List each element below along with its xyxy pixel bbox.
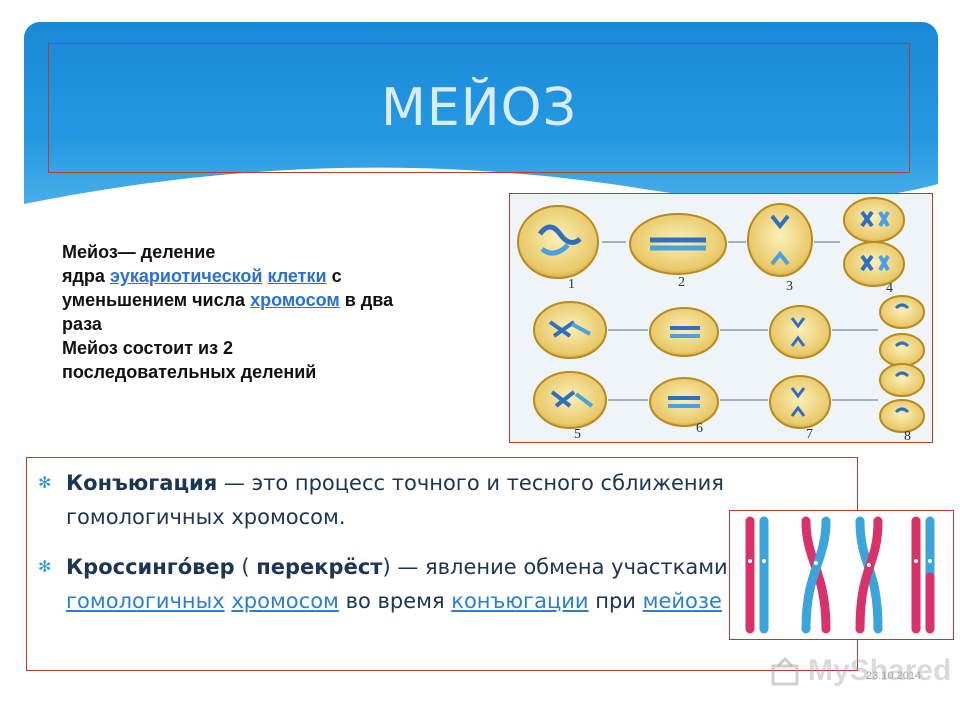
def-line-3: уменьшением числа хромосом в два bbox=[62, 288, 512, 312]
stage-label-6: 6 bbox=[696, 421, 703, 436]
def-text: уменьшением числа bbox=[62, 290, 251, 310]
def-line-4: раза bbox=[62, 314, 102, 334]
crossing-over-figure bbox=[729, 510, 954, 640]
paren-close: ) bbox=[382, 555, 391, 579]
meiosis-stages-illustration: 1 2 3 4 5 6 7 8 bbox=[517, 197, 925, 444]
row-3 bbox=[533, 363, 925, 433]
paren-open: ( bbox=[234, 555, 257, 579]
chromosome-crossover-illustration bbox=[745, 516, 935, 634]
title-frame bbox=[48, 43, 910, 173]
link-eukaryotic[interactable]: эукариотической bbox=[109, 266, 263, 286]
stage-numbers: 1 2 3 4 5 6 7 8 bbox=[568, 275, 911, 444]
link-conjugation[interactable]: конъюгации bbox=[451, 589, 589, 613]
crossing-text: — явление обмена участками bbox=[390, 555, 728, 579]
def-line-6: последовательных делений bbox=[62, 362, 317, 382]
def-text: с bbox=[326, 266, 342, 286]
conjugation-definition: — это процесс точного и тесного сближени… bbox=[66, 471, 724, 529]
stage-label-8: 8 bbox=[904, 429, 911, 442]
stage-label-7: 7 bbox=[806, 427, 813, 442]
bullet-star-icon: ✻ bbox=[38, 557, 52, 576]
bullet-crossing-over: ✻ Кроссинго́вер ( перекрёст) — явление о… bbox=[38, 550, 746, 618]
link-homologous[interactable]: гомологичных bbox=[66, 589, 225, 613]
def-line-1: Мейоз— деление bbox=[62, 242, 216, 262]
stage-arrows bbox=[602, 241, 878, 401]
term-cross: перекрёст bbox=[256, 555, 383, 579]
slide-date: 23.10.2014 bbox=[866, 670, 922, 682]
stage-label-3: 3 bbox=[786, 279, 793, 294]
term-crossing-over: Кроссинго́вер bbox=[66, 555, 235, 579]
term-conjugation: Конъюгация bbox=[66, 471, 218, 495]
slide-title: МЕЙОЗ bbox=[381, 78, 577, 138]
def-line-5: Мейоз состоит из 2 bbox=[62, 338, 234, 358]
watermark-text: MyShared bbox=[808, 654, 952, 687]
bullet-star-icon: ✻ bbox=[38, 473, 52, 492]
stage-label-5: 5 bbox=[574, 427, 581, 442]
watermark-icon bbox=[770, 656, 804, 694]
meiosis-figure: 1 2 3 4 5 6 7 8 bbox=[509, 193, 933, 444]
row-2 bbox=[533, 295, 925, 367]
link-meiosis[interactable]: мейозе bbox=[642, 589, 722, 613]
crossing-text: при bbox=[588, 589, 643, 613]
bullet-conjugation: ✻ Конъюгация — это процесс точного и тес… bbox=[38, 466, 746, 534]
row-1 bbox=[517, 197, 905, 287]
def-text: ядра bbox=[62, 266, 110, 286]
link-chromosomes-2[interactable]: хромосом bbox=[231, 589, 339, 613]
crossing-text: во время bbox=[338, 589, 452, 613]
def-line-2: ядра эукариотической клетки с bbox=[62, 264, 512, 288]
definition-text: Мейоз— деление ядра эукариотической клет… bbox=[62, 240, 512, 384]
link-chromosomes[interactable]: хромосом bbox=[250, 290, 340, 310]
stage-label-4: 4 bbox=[886, 281, 893, 296]
stage-label-1: 1 bbox=[568, 277, 575, 292]
stage-label-2: 2 bbox=[678, 275, 685, 290]
link-cell[interactable]: клетки bbox=[267, 266, 327, 286]
def-text: в два bbox=[339, 290, 394, 310]
